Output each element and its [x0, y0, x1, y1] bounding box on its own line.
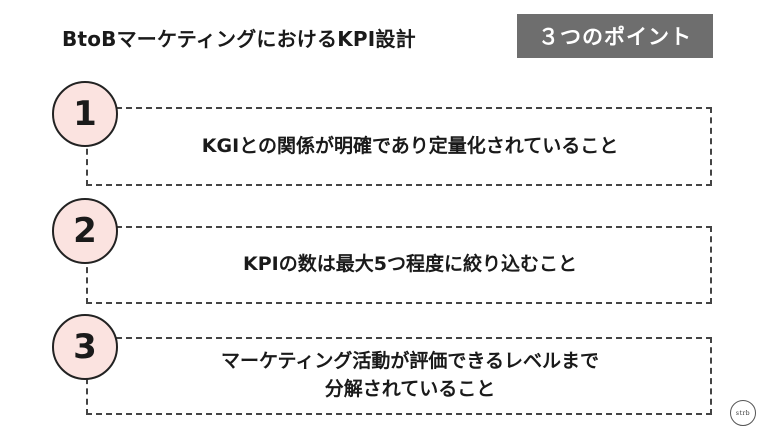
point-text-2: KPIの数は最大5つ程度に絞り込むこと — [243, 253, 577, 276]
point-box-2: KPIの数は最大5つ程度に絞り込むこと — [86, 226, 712, 304]
point-number-2: 2 — [52, 198, 118, 264]
point-number-3: 3 — [52, 314, 118, 380]
point-text-3: マーケティング活動が評価できるレベルまで 分解されていること — [220, 350, 600, 400]
point-box-3: マーケティング活動が評価できるレベルまで 分解されていること — [86, 337, 712, 415]
point-text-1: KGIとの関係が明確であり定量化されていること — [201, 134, 619, 157]
brand-logo: strb — [730, 400, 756, 426]
point-box-1: KGIとの関係が明確であり定量化されていること — [86, 107, 712, 186]
point-number-1: 1 — [52, 81, 118, 147]
title-badge: ３つのポイント — [517, 14, 713, 58]
slide-header: BtoBマーケティングにおけるKPI設計 ３つのポイント — [0, 14, 768, 58]
slide-title: BtoBマーケティングにおけるKPI設計 — [62, 27, 416, 51]
